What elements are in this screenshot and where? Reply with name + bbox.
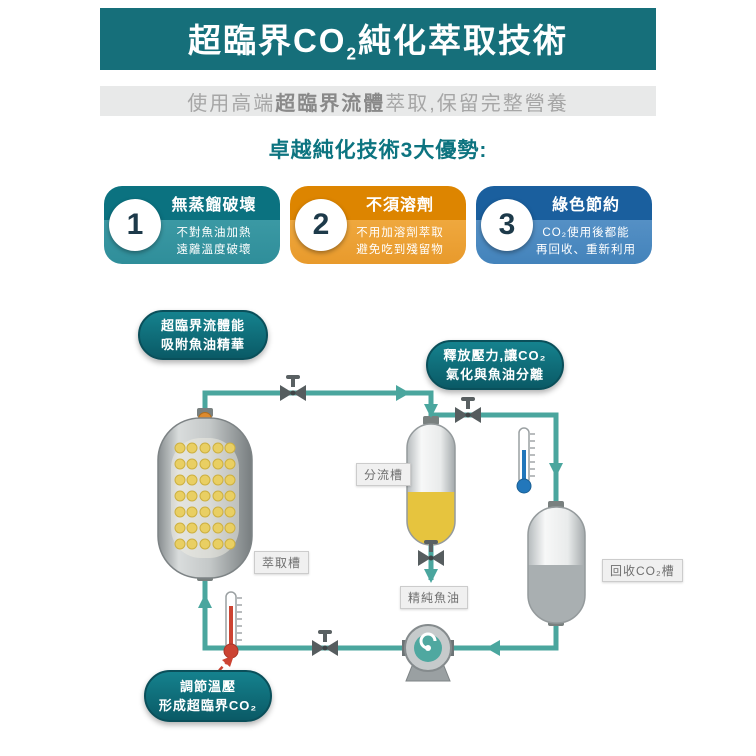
card-number-badge: 2 <box>295 199 347 251</box>
subtitle-emphasis: 超臨界流體 <box>275 92 386 115</box>
card-line: 遠離溫度破壞 <box>176 244 252 256</box>
pump-icon <box>402 624 454 682</box>
thermometer-red-icon <box>223 591 242 659</box>
callout-release-pressure: 釋放壓力,讓CO₂ 氣化與魚油分離 <box>426 340 564 390</box>
label-recovery-tank: 回收CO₂槽 <box>602 559 683 582</box>
title-pre: 超臨界CO <box>187 21 347 59</box>
advantage-card-2: 2 不須溶劑 不用加溶劑萃取 避免吃到殘留物 <box>290 186 466 264</box>
valve-icon <box>280 375 306 401</box>
card-number-badge: 3 <box>481 199 533 251</box>
header-banner: 超臨界CO2純化萃取技術 <box>100 8 656 70</box>
advantage-card-1: 1 無蒸餾破壞 不對魚油加熱 遠離溫度破壞 <box>104 186 280 264</box>
subtitle-bar: 使用高端超臨界流體萃取,保留完整營養 <box>100 86 656 116</box>
pipes <box>202 390 559 651</box>
card-line: 再回收、重新利用 <box>536 244 636 256</box>
callout-absorb-fish-oil: 超臨界流體能 吸附魚油精華 <box>138 310 268 360</box>
split-vessel <box>406 423 456 546</box>
advantage-card-3: 3 綠色節約 CO₂使用後都能 再回收、重新利用 <box>476 186 652 264</box>
recovery-vessel <box>527 506 586 624</box>
page-title: 超臨界CO2純化萃取技術 <box>188 14 568 65</box>
label-extraction-tank: 萃取槽 <box>254 551 310 574</box>
card-number-badge: 1 <box>109 199 161 251</box>
subtitle-tail: 萃取,保留完整營養 <box>385 92 569 115</box>
title-post: 純化萃取技術 <box>358 21 569 59</box>
callout-line: 釋放壓力,讓CO₂ <box>443 347 547 363</box>
extraction-beads <box>174 442 236 550</box>
callout-line: 吸附魚油精華 <box>160 337 245 352</box>
card-line: 不用加溶劑萃取 <box>356 226 444 239</box>
advantages-row: 1 無蒸餾破壞 不對魚油加熱 遠離溫度破壞 2 不須溶劑 不用加溶劑萃取 避免吃… <box>104 186 652 264</box>
section-title: 卓越純化技術3大優勢: <box>268 139 488 162</box>
label-split-tank: 分流槽 <box>356 463 412 486</box>
subtitle-lead: 使用高端 <box>187 92 276 115</box>
valve-icon <box>312 630 338 656</box>
card-line: CO₂使用後都能 <box>542 226 630 239</box>
card-line: 不對魚油加熱 <box>176 226 252 239</box>
valve-icon <box>455 397 481 423</box>
flow-arrow-icons <box>198 385 563 656</box>
callout-line: 氣化與魚油分離 <box>445 367 544 382</box>
extraction-vessel <box>157 412 253 579</box>
title-subscript: 2 <box>346 43 359 64</box>
callout-line: 調節溫壓 <box>179 678 236 694</box>
callout-adjust-temp-pressure: 調節溫壓 形成超臨界CO₂ <box>144 670 272 722</box>
label-pure-fish-oil: 精純魚油 <box>400 586 469 609</box>
card-line: 避免吃到殘留物 <box>356 244 444 256</box>
thermometer-blue-icon <box>516 427 535 494</box>
callout-line: 形成超臨界CO₂ <box>158 698 258 713</box>
callout-line: 超臨界流體能 <box>160 317 245 333</box>
